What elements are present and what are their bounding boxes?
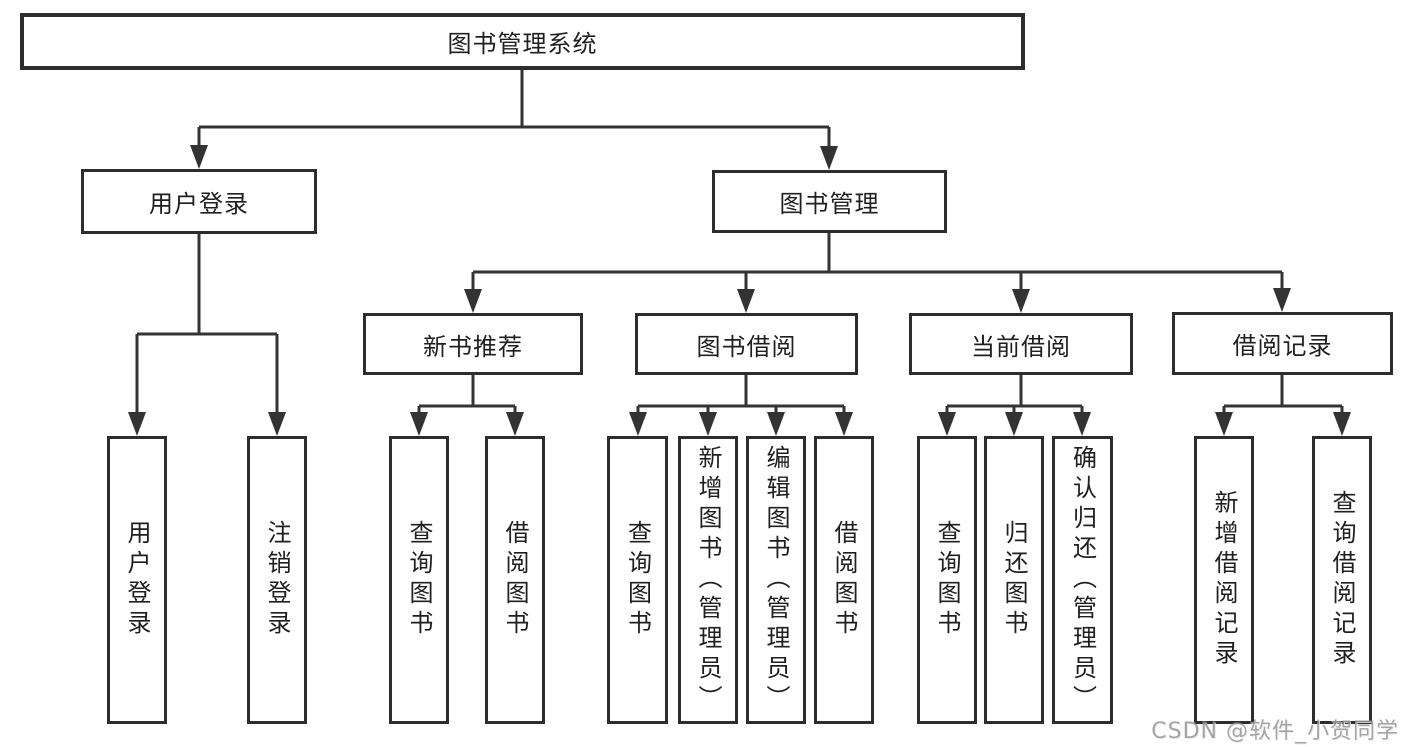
node-borrow-books-recommend: 借阅图书 (485, 436, 545, 724)
node-borrowing-records: 借阅记录 (1172, 312, 1393, 375)
node-add-book-admin: 新增图书（管理员） (678, 436, 738, 724)
node-library-management-system: 图书管理系统 (20, 13, 1025, 70)
node-query-books-borrowing: 查询图书 (607, 436, 668, 724)
node-add-borrow-record: 新增借阅记录 (1194, 436, 1254, 724)
node-borrow-books-leaf: 借阅图书 (814, 436, 874, 724)
node-logout-leaf: 注销登录 (247, 436, 307, 724)
node-current-borrowing: 当前借阅 (909, 313, 1133, 375)
node-confirm-return-admin: 确认归还（管理员） (1052, 436, 1113, 724)
node-book-borrowing: 图书借阅 (635, 313, 858, 375)
node-new-book-recommendation: 新书推荐 (363, 313, 583, 375)
node-user-login-module: 用户登录 (81, 169, 317, 234)
csdn-watermark: CSDN @软件_小贺同学 (1151, 719, 1399, 744)
node-edit-book-admin: 编辑图书（管理员） (746, 436, 806, 724)
node-return-books: 归还图书 (984, 436, 1044, 724)
node-user-login-leaf: 用户登录 (107, 436, 167, 724)
node-query-books-recommend: 查询图书 (389, 436, 449, 724)
node-book-management-module: 图书管理 (712, 170, 947, 233)
node-query-books-current: 查询图书 (917, 436, 977, 724)
node-query-borrow-record: 查询借阅记录 (1312, 436, 1372, 724)
